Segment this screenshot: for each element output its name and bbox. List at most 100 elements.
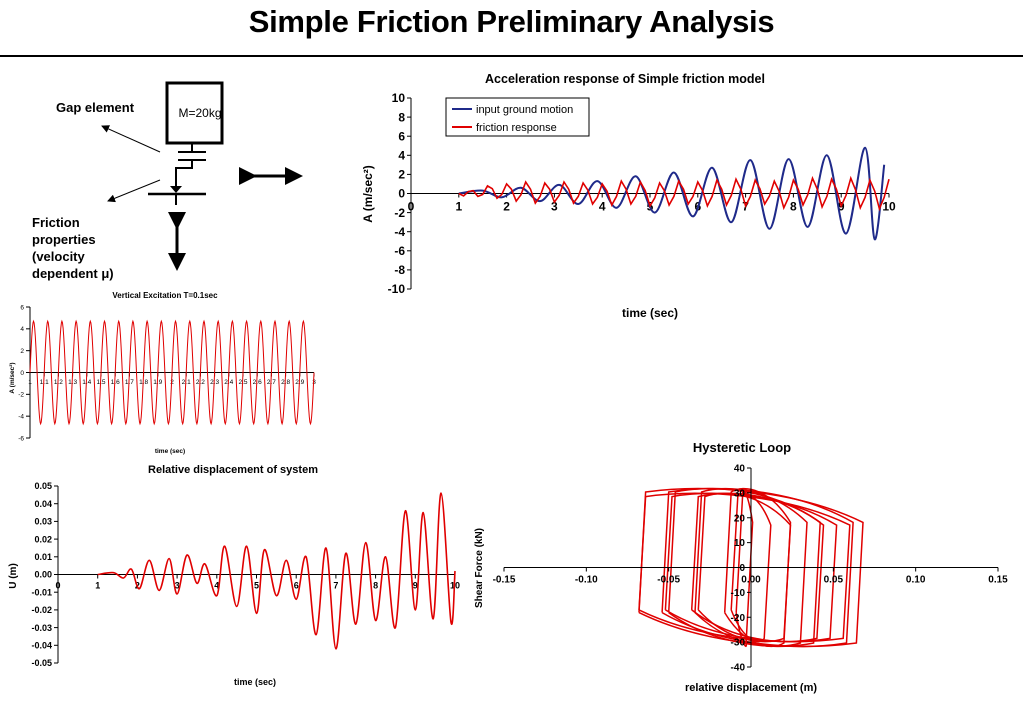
x-axis-label: relative displacement (m) xyxy=(685,682,817,694)
y-tick-label: -0.02 xyxy=(31,605,52,615)
y-tick-label: -2 xyxy=(18,392,24,399)
y-tick-label: -40 xyxy=(731,663,746,674)
x-tick-label: 1.2 xyxy=(54,379,63,386)
y-tick-label: 0 xyxy=(739,563,745,574)
y-tick-label: -10 xyxy=(731,588,746,599)
y-tick-label: -20 xyxy=(731,613,746,624)
x-tick-label: 8 xyxy=(790,200,797,214)
x-tick-label: 7 xyxy=(333,581,338,591)
y-tick-label: 4 xyxy=(20,326,24,333)
x-tick-label: 1.1 xyxy=(40,379,49,386)
y-tick-label: -30 xyxy=(731,638,746,649)
hysteresis-loop xyxy=(638,487,864,648)
y-tick-label: 6 xyxy=(398,129,405,143)
x-tick-label: 1 xyxy=(455,200,462,214)
x-tick-label: 2.9 xyxy=(295,379,304,386)
y-tick-label: 0.01 xyxy=(34,552,52,562)
x-tick-label: 2.7 xyxy=(267,379,276,386)
y-tick-label: 0.05 xyxy=(34,481,52,491)
x-tick-label: 8 xyxy=(373,581,378,591)
x-tick-label: 1.3 xyxy=(68,379,77,386)
y-tick-label: 8 xyxy=(398,110,405,124)
x-tick-label: 0.00 xyxy=(741,575,761,586)
x-tick-label: 1.8 xyxy=(139,379,148,386)
title-divider xyxy=(0,55,1023,57)
x-tick-label: -0.15 xyxy=(493,575,516,586)
y-tick-label: 2 xyxy=(398,168,405,182)
page-title: Simple Friction Preliminary Analysis xyxy=(248,4,775,39)
y-axis-label: A (m/sec²) xyxy=(9,362,16,393)
gap-element-label: Gap element xyxy=(56,100,135,115)
y-tick-label: 2 xyxy=(20,348,24,355)
y-tick-label: 20 xyxy=(734,513,746,524)
x-tick-label: 2.1 xyxy=(182,379,191,386)
x-tick-label: 5 xyxy=(254,581,259,591)
y-tick-label: -6 xyxy=(18,435,24,442)
y-tick-label: 0.03 xyxy=(34,517,52,527)
y-tick-label: 4 xyxy=(398,149,405,163)
y-tick-label: -8 xyxy=(394,263,405,277)
x-tick-label: 4 xyxy=(214,581,219,591)
y-tick-label: 0.02 xyxy=(34,534,52,544)
x-tick-label: -0.10 xyxy=(575,575,598,586)
vertical-excitation-chart: Vertical Excitation T=0.1sec -6 -4 -2 0 2 4 6 1 1… xyxy=(9,291,316,455)
y-tick-label: 0 xyxy=(20,370,24,377)
chart-title: Relative displacement of system xyxy=(148,464,318,476)
chart-title: Acceleration response of Simple friction… xyxy=(485,72,765,86)
series-vertical-excitation xyxy=(29,319,315,426)
y-tick-label: 0.04 xyxy=(34,499,52,509)
x-tick-label: 2.4 xyxy=(224,379,233,386)
x-tick-label: 6 xyxy=(294,581,299,591)
x-tick-label: 3 xyxy=(312,379,316,386)
y-axis-label: Shear Force (kN) xyxy=(474,528,485,608)
y-tick-label: -2 xyxy=(394,206,405,220)
y-tick-label: -4 xyxy=(18,413,24,420)
x-tick-label: 3 xyxy=(551,200,558,214)
friction-properties-label: Friction properties (velocity dependent … xyxy=(32,215,114,281)
x-tick-label: -0.05 xyxy=(657,575,680,586)
x-tick-label: 2 xyxy=(170,379,174,386)
x-axis-label: time (sec) xyxy=(234,677,276,687)
y-tick-label: -10 xyxy=(388,282,406,296)
x-axis-label: time (sec) xyxy=(155,448,185,455)
series-input-ground-motion xyxy=(458,146,886,241)
y-tick-label: -4 xyxy=(394,225,405,239)
x-tick-label: 2.8 xyxy=(281,379,290,386)
y-tick-label: -0.05 xyxy=(31,658,52,668)
spring-link xyxy=(175,160,193,186)
x-tick-label: 2.6 xyxy=(253,379,262,386)
x-tick-label: 0.05 xyxy=(824,575,844,586)
series-relative-displacement xyxy=(97,492,456,650)
x-tick-label: 9 xyxy=(413,581,418,591)
y-axis-label: A (m/sec²) xyxy=(361,165,375,223)
mass-label: M=20kg xyxy=(178,106,221,120)
x-tick-label: 2 xyxy=(503,200,510,214)
friction-pointer xyxy=(107,179,161,203)
series-friction-response xyxy=(458,175,890,212)
x-tick-label: 4 xyxy=(599,200,606,214)
legend-label-friction: friction response xyxy=(476,122,557,134)
x-tick-label: 1 xyxy=(95,581,100,591)
y-tick-label: 0.00 xyxy=(34,570,52,580)
gap-pointer xyxy=(101,125,161,153)
x-tick-label: 0 xyxy=(55,581,60,591)
x-tick-label: 1.7 xyxy=(125,379,134,386)
x-tick-label: 0.15 xyxy=(988,575,1008,586)
chart-title: Vertical Excitation T=0.1sec xyxy=(112,291,218,300)
x-tick-label: 3 xyxy=(175,581,180,591)
x-tick-label: 1 xyxy=(28,379,32,386)
x-tick-label: 1.9 xyxy=(153,379,162,386)
x-tick-label: 10 xyxy=(882,200,896,214)
y-tick-label: 10 xyxy=(392,91,406,105)
x-tick-label: 1.5 xyxy=(96,379,105,386)
y-tick-label: 6 xyxy=(20,304,24,311)
y-tick-label: 40 xyxy=(734,464,746,475)
x-tick-label: 0.10 xyxy=(906,575,926,586)
hysteretic-loop-chart: Hysteretic Loop-40-30-20-10010203040-0.1… xyxy=(474,440,1008,694)
chart-title: Hysteretic Loop xyxy=(693,440,791,455)
x-tick-label: 1.4 xyxy=(82,379,91,386)
x-tick-label: 1.6 xyxy=(111,379,120,386)
y-tick-label: -0.01 xyxy=(31,587,52,597)
x-tick-label: 0 xyxy=(408,200,415,214)
y-tick-label: -0.03 xyxy=(31,623,52,633)
